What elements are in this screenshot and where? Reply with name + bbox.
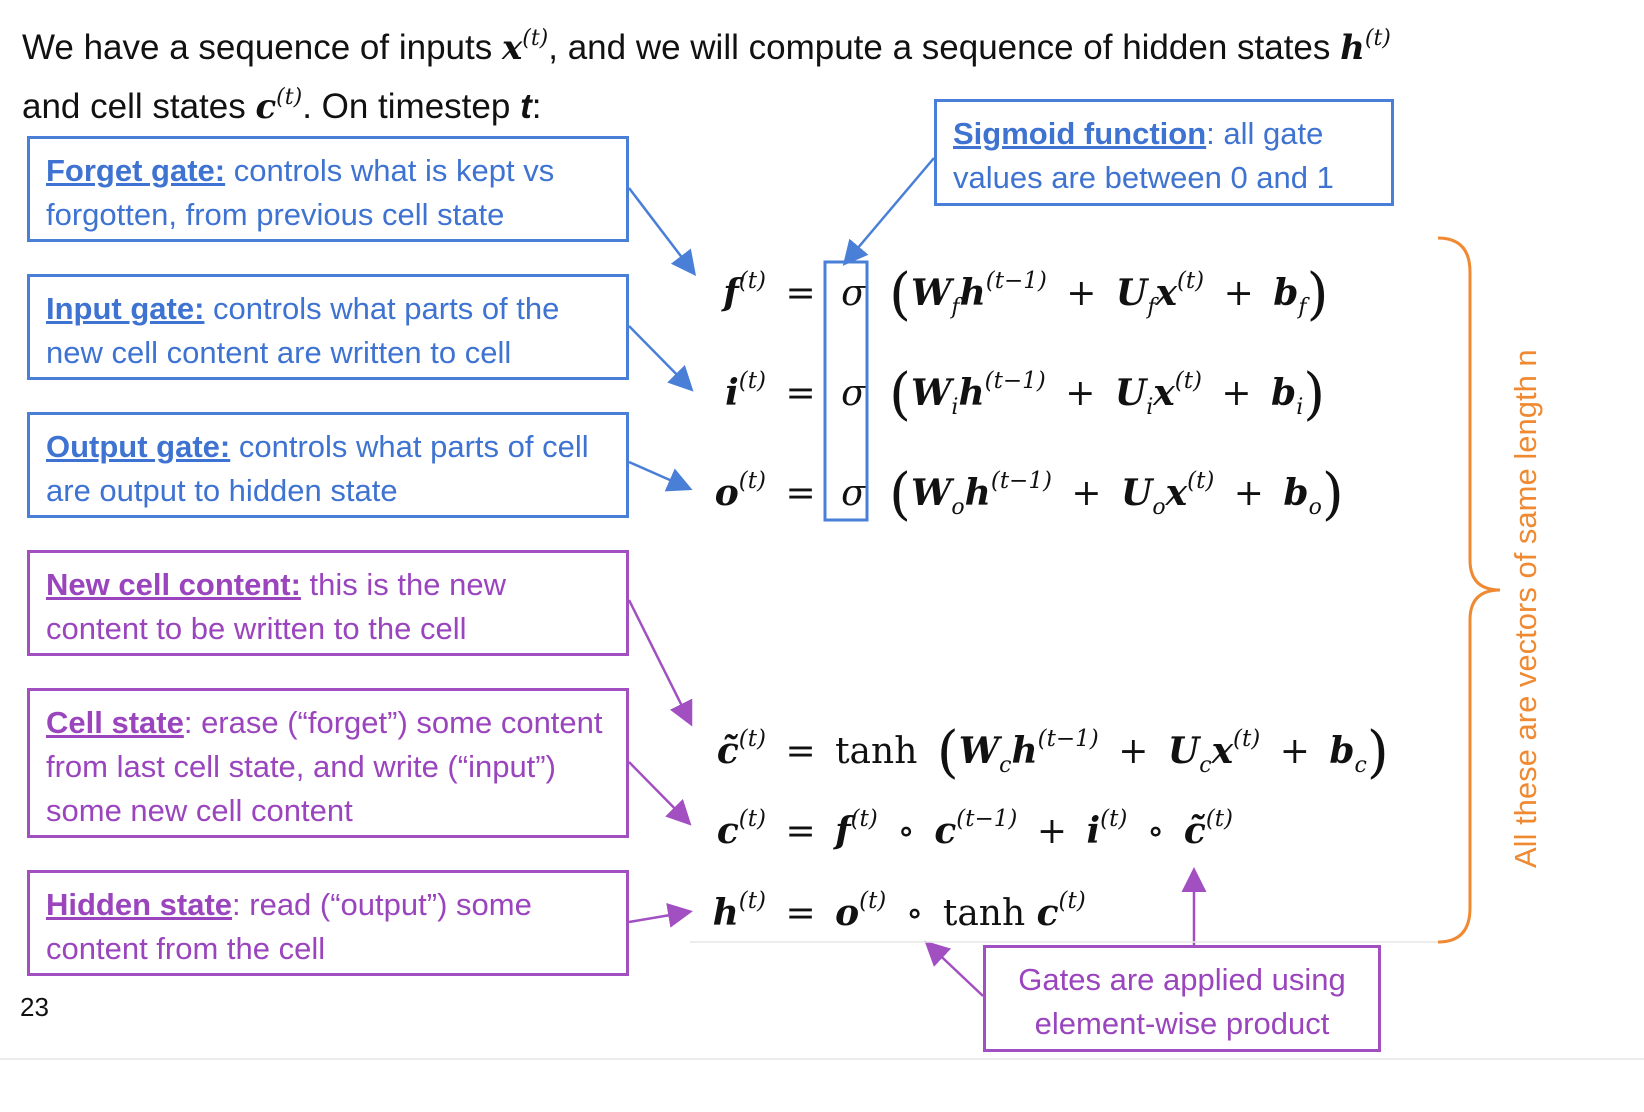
superscript-t: (t) xyxy=(276,85,303,110)
sigmoid-text: : all gate values are between 0 and 1 xyxy=(953,116,1334,195)
gates-note-line-1: Gates are applied using xyxy=(1018,962,1346,997)
superscript-t: (t) xyxy=(1364,26,1391,51)
h-symbol: h xyxy=(1340,28,1365,68)
new-cell-content-arrow xyxy=(627,599,693,727)
intro-text-part: : xyxy=(531,87,542,126)
hidden-state-box: Hidden state: read (“output”) some conte… xyxy=(27,870,629,976)
intro-text-part: , and we will compute a sequence of hidd… xyxy=(548,28,1341,67)
output-gate-box: Output gate: controls what parts of cell… xyxy=(27,412,629,518)
x-symbol: x xyxy=(501,28,523,68)
forget-gate-arrow xyxy=(628,187,697,276)
eq-lhs: o(t) xyxy=(714,468,766,514)
gates-note-line-2: element-wise product xyxy=(1034,1006,1330,1041)
cell-state-text: : erase (“forget”) some content from las… xyxy=(46,705,603,828)
t-symbol: t xyxy=(520,87,532,126)
forget-gate-text: controls what is kept vs forgotten, from… xyxy=(46,153,555,232)
cell-state-arrow xyxy=(628,761,692,826)
eq-tanh: tanh xyxy=(835,731,918,772)
equation-hidden-state: h(t) = o(t) ∘ tanh c(t) xyxy=(690,888,1086,934)
eq-lhs: c(t) xyxy=(716,806,766,852)
output-gate-arrow xyxy=(628,460,693,492)
eq-lhs: f(t) xyxy=(723,268,766,314)
superscript-t: (t) xyxy=(522,26,549,51)
input-gate-heading: Input gate: xyxy=(46,291,205,326)
new-cell-content-box: New cell content: this is the new conten… xyxy=(27,550,629,656)
new-cell-content-heading: New cell content: xyxy=(46,567,301,602)
bottom-rule xyxy=(0,1058,1644,1060)
eq-equals: = xyxy=(785,893,816,934)
hidden-state-text: : read (“output”) some content from the … xyxy=(46,887,532,966)
input-gate-box: Input gate: controls what parts of the n… xyxy=(27,274,629,380)
intro-text: We have a sequence of inputs x(t), and w… xyxy=(22,14,1582,132)
eq-equals: = xyxy=(785,473,816,514)
intro-line-2: and cell states c(t). On timestep t: xyxy=(22,73,1582,132)
eq-equals: = xyxy=(785,811,816,852)
hidden-state-arrow xyxy=(628,903,693,928)
output-gate-text: controls what parts of cell are output t… xyxy=(46,429,589,508)
intro-text-part: We have a sequence of inputs xyxy=(22,28,502,67)
eq-equals: = xyxy=(785,273,816,314)
c-symbol: c xyxy=(255,87,277,127)
new-cell-content-text: this is the new content to be written to… xyxy=(46,567,506,646)
sigmoid-heading: Sigmoid function xyxy=(953,116,1207,151)
eq-equals: = xyxy=(785,731,816,772)
eq-lhs: i(t) xyxy=(725,368,766,414)
equation-cell-state: c(t) = f(t) ∘ c(t−1) + i(t) ∘ c̃(t) xyxy=(690,806,1233,852)
eq-sigma: σ xyxy=(841,473,866,514)
forget-gate-heading: Forget gate: xyxy=(46,153,226,188)
equation-forget-gate: f(t) = σ (Wfh(t−1) + Ufx(t) + bf) xyxy=(690,262,1328,327)
intro-text-part: and cell states xyxy=(22,87,256,126)
sigmoid-arrow xyxy=(842,157,935,266)
equation-output-gate: o(t) = σ (Woh(t−1) + Uox(t) + bo) xyxy=(690,462,1344,527)
equation-new-cell-content: c̃(t) = tanh (Wch(t−1) + Ucx(t) + bc) xyxy=(690,720,1389,785)
eq-sigma: σ xyxy=(841,273,866,314)
hidden-state-heading: Hidden state xyxy=(46,887,233,922)
input-gate-arrow xyxy=(628,325,694,392)
forget-gate-box: Forget gate: controls what is kept vs fo… xyxy=(27,136,629,242)
input-gate-text: controls what parts of the new cell cont… xyxy=(46,291,560,370)
cell-state-box: Cell state: erase (“forget”) some conten… xyxy=(27,688,629,838)
intro-line-1: We have a sequence of inputs x(t), and w… xyxy=(22,14,1582,73)
orange-brace xyxy=(1437,236,1501,944)
eq-lhs: c̃(t) xyxy=(716,726,766,772)
eq-equals: = xyxy=(785,373,816,414)
sigmoid-box: Sigmoid function: all gate values are be… xyxy=(934,99,1394,206)
gates-note-arrow-left xyxy=(924,940,984,997)
sigma-highlight-box xyxy=(823,260,869,522)
page-number: 23 xyxy=(20,992,49,1022)
eq-sigma: σ xyxy=(841,373,866,414)
cell-state-heading: Cell state xyxy=(46,705,184,740)
eq-lhs: h(t) xyxy=(712,888,766,934)
gates-note-box: Gates are applied using element-wise pro… xyxy=(983,945,1381,1052)
intro-text-part: . On timestep xyxy=(302,87,521,126)
equation-input-gate: i(t) = σ (Wih(t−1) + Uix(t) + bi) xyxy=(690,362,1325,427)
output-gate-heading: Output gate: xyxy=(46,429,231,464)
